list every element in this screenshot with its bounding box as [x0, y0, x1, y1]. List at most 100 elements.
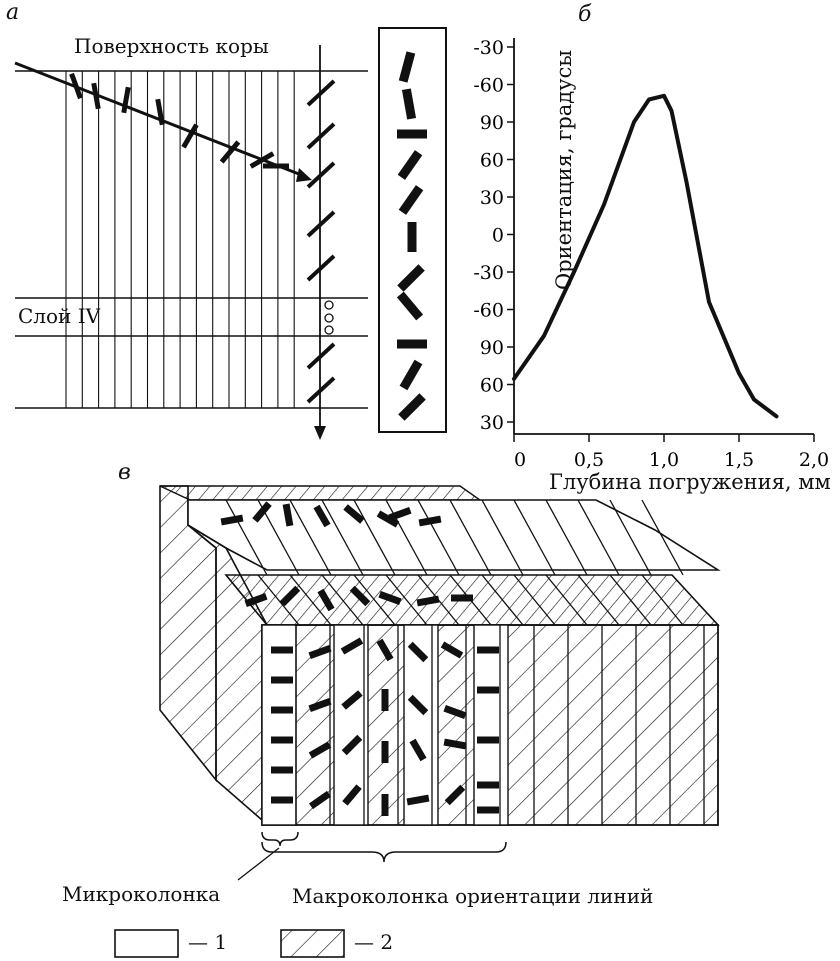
column-orientation-bar	[409, 738, 427, 762]
top-column-divider	[577, 499, 620, 576]
top-column-divider	[609, 574, 652, 626]
column-orientation-bar	[341, 690, 363, 710]
vertical-orientation-bar	[306, 376, 336, 404]
column-orientation-bar	[220, 514, 244, 526]
orientation-box-bar	[399, 359, 423, 391]
column-orientation-bar	[440, 641, 464, 659]
panel-b-letter: б	[578, 2, 592, 27]
column-orientation-bar	[308, 790, 332, 810]
y-tick-label: -60	[473, 300, 504, 322]
top-column-divider	[385, 574, 428, 626]
orientation-box-bar	[397, 339, 427, 349]
top-column-divider	[513, 499, 556, 576]
oblique-orientation-bar	[155, 98, 165, 126]
top-column-divider	[225, 499, 268, 576]
column-orientation-bar	[308, 697, 332, 713]
top-column-divider	[577, 574, 620, 626]
top-column-divider	[289, 574, 332, 626]
column-orientation-bar	[418, 515, 442, 527]
column-orientation-bar	[407, 641, 429, 663]
vertical-orientation-bar	[306, 342, 336, 370]
column-orientation-bar	[381, 689, 389, 711]
column-orientation-bar	[349, 585, 371, 607]
y-tick-label: 60	[480, 150, 504, 172]
microcolumn-label: Микроколонка	[62, 882, 221, 906]
column-orientation-bar	[341, 734, 363, 756]
column-orientation-bar	[271, 766, 293, 774]
top-column-divider	[609, 499, 652, 576]
legend-box-plain	[114, 929, 179, 958]
vertical-orientation-bar	[306, 210, 336, 238]
column-orientation-bar	[477, 806, 499, 814]
layer-iv-label: Слой IV	[18, 304, 101, 328]
oblique-orientation-bar	[69, 72, 83, 100]
column-orientation-bar	[244, 592, 268, 608]
column-orientation-bar	[342, 784, 362, 806]
orientation-box-bar	[396, 291, 424, 321]
column-orientation-bar	[252, 501, 272, 523]
top-column-divider	[417, 499, 460, 576]
macrocolumn-label: Макроколонка ориентации линий	[292, 884, 654, 908]
panel-a-letter: а	[6, 0, 20, 25]
column-orientation-bar	[444, 784, 466, 806]
column-orientation-bar	[271, 646, 293, 654]
column-orientation-bar	[477, 686, 499, 694]
top-column-divider	[353, 574, 396, 626]
panel-c-letter: в	[118, 460, 131, 485]
column-orientation-bar	[271, 796, 293, 804]
top-column-divider	[321, 499, 364, 576]
top-column-divider	[513, 574, 556, 626]
oblique-orientation-bar	[219, 140, 241, 164]
column-orientation-bar	[381, 794, 389, 816]
orientation-box-bar	[407, 222, 417, 252]
oblique-orientation-bar	[249, 151, 275, 169]
oblique-orientation-bar	[121, 86, 131, 114]
cortex-surface-label: Поверхность коры	[74, 34, 269, 58]
x-tick-label: 1,5	[724, 449, 754, 471]
x-tick-label: 0,5	[574, 449, 604, 471]
column-orientation-bar	[388, 506, 412, 522]
orientation-box-bar	[397, 150, 423, 180]
y-tick-label: 30	[480, 187, 504, 209]
top-column-divider	[449, 499, 492, 576]
column-orientation-bar	[271, 676, 293, 684]
orientation-box-bar	[398, 393, 426, 421]
top-column-divider	[545, 499, 588, 576]
top-column-divider	[321, 574, 364, 626]
legend-box-hatched	[280, 929, 345, 958]
oblique-orientation-bar	[181, 123, 199, 149]
column-orientation-bar	[279, 585, 301, 607]
column-orientation-bar	[376, 510, 400, 528]
top-column-divider	[545, 574, 588, 626]
top-column-divider	[353, 499, 396, 576]
legend-label-2: — 2	[354, 930, 394, 954]
chart-x-axis-label: Глубина погружения, мм	[549, 470, 831, 494]
column-orientation-bar	[416, 595, 440, 607]
column-orientation-bar	[378, 590, 402, 606]
column-orientation-bar	[407, 694, 429, 716]
column-orientation-bar	[477, 736, 499, 744]
top-column-divider	[641, 574, 684, 626]
top-column-divider	[385, 499, 428, 576]
orientation-box-bar	[397, 264, 425, 292]
column-orientation-bar	[406, 794, 430, 806]
y-tick-label: -60	[473, 75, 504, 97]
y-tick-label: 90	[480, 112, 504, 134]
orientation-box-bar	[398, 51, 416, 83]
column-orientation-bar	[381, 741, 389, 763]
top-column-divider	[641, 499, 684, 576]
column-orientation-bar	[340, 637, 364, 655]
y-tick-label: -30	[473, 37, 504, 59]
vertical-orientation-bar	[306, 254, 336, 282]
y-tick-label: 0	[492, 225, 504, 247]
column-orientation-bar	[443, 704, 467, 720]
column-orientation-bar	[282, 503, 294, 527]
y-tick-label: 90	[480, 337, 504, 359]
top-column-divider	[481, 574, 524, 626]
vertical-orientation-bar	[306, 122, 336, 150]
top-column-divider	[481, 499, 524, 576]
x-tick-label: 1,0	[649, 449, 679, 471]
oblique-orientation-bar	[91, 82, 101, 110]
